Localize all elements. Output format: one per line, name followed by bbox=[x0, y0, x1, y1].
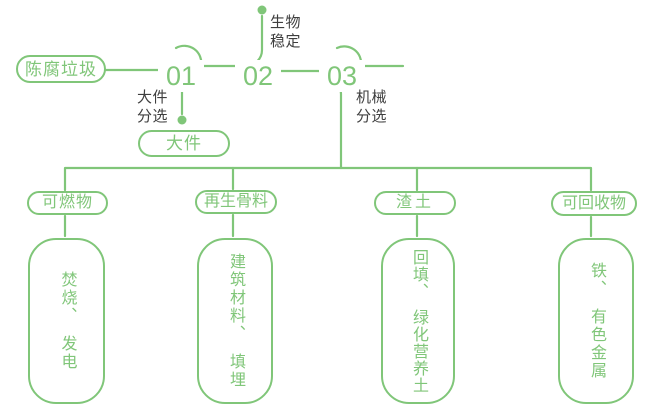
category-pill-recyclables: 可回收物 bbox=[551, 191, 637, 216]
category-pill-recycled-aggregate: 再生骨料 bbox=[195, 190, 277, 214]
step02-label: 生物 稳定 bbox=[270, 14, 302, 51]
product-box-combustibles: 焚烧、 发电 bbox=[28, 238, 105, 404]
product-text-recyclables: 铁、 有色金属 bbox=[588, 262, 605, 380]
product-box-recycled-aggregate: 建筑材料、 填埋 bbox=[197, 238, 273, 404]
step01-label: 大件 分选 bbox=[137, 89, 169, 126]
branch-bus bbox=[63, 166, 593, 192]
step-number-01: 01 bbox=[158, 60, 204, 92]
product-text-recycled-aggregate: 建筑材料、 填埋 bbox=[227, 253, 244, 389]
step03-label: 机械 分选 bbox=[356, 89, 388, 126]
large-item-pill: 大件 bbox=[138, 130, 230, 157]
category-pill-slag-soil: 渣土 bbox=[374, 191, 456, 215]
bio-node-dot bbox=[257, 5, 267, 15]
step-number-03: 03 bbox=[319, 60, 365, 92]
product-text-slag-soil: 回填、 绿化营养土 bbox=[410, 248, 427, 394]
product-box-recyclables: 铁、 有色金属 bbox=[558, 238, 634, 404]
category-pill-combustibles: 可燃物 bbox=[27, 191, 108, 215]
product-text-combustibles: 焚烧、 发电 bbox=[58, 271, 76, 371]
large-item-node-dot bbox=[177, 115, 187, 125]
product-box-slag-soil: 回填、 绿化营养土 bbox=[381, 238, 455, 404]
source-pill: 陈腐垃圾 bbox=[16, 55, 106, 83]
step-number-02: 02 bbox=[235, 60, 281, 92]
line-step01-to-bio bbox=[174, 14, 264, 68]
